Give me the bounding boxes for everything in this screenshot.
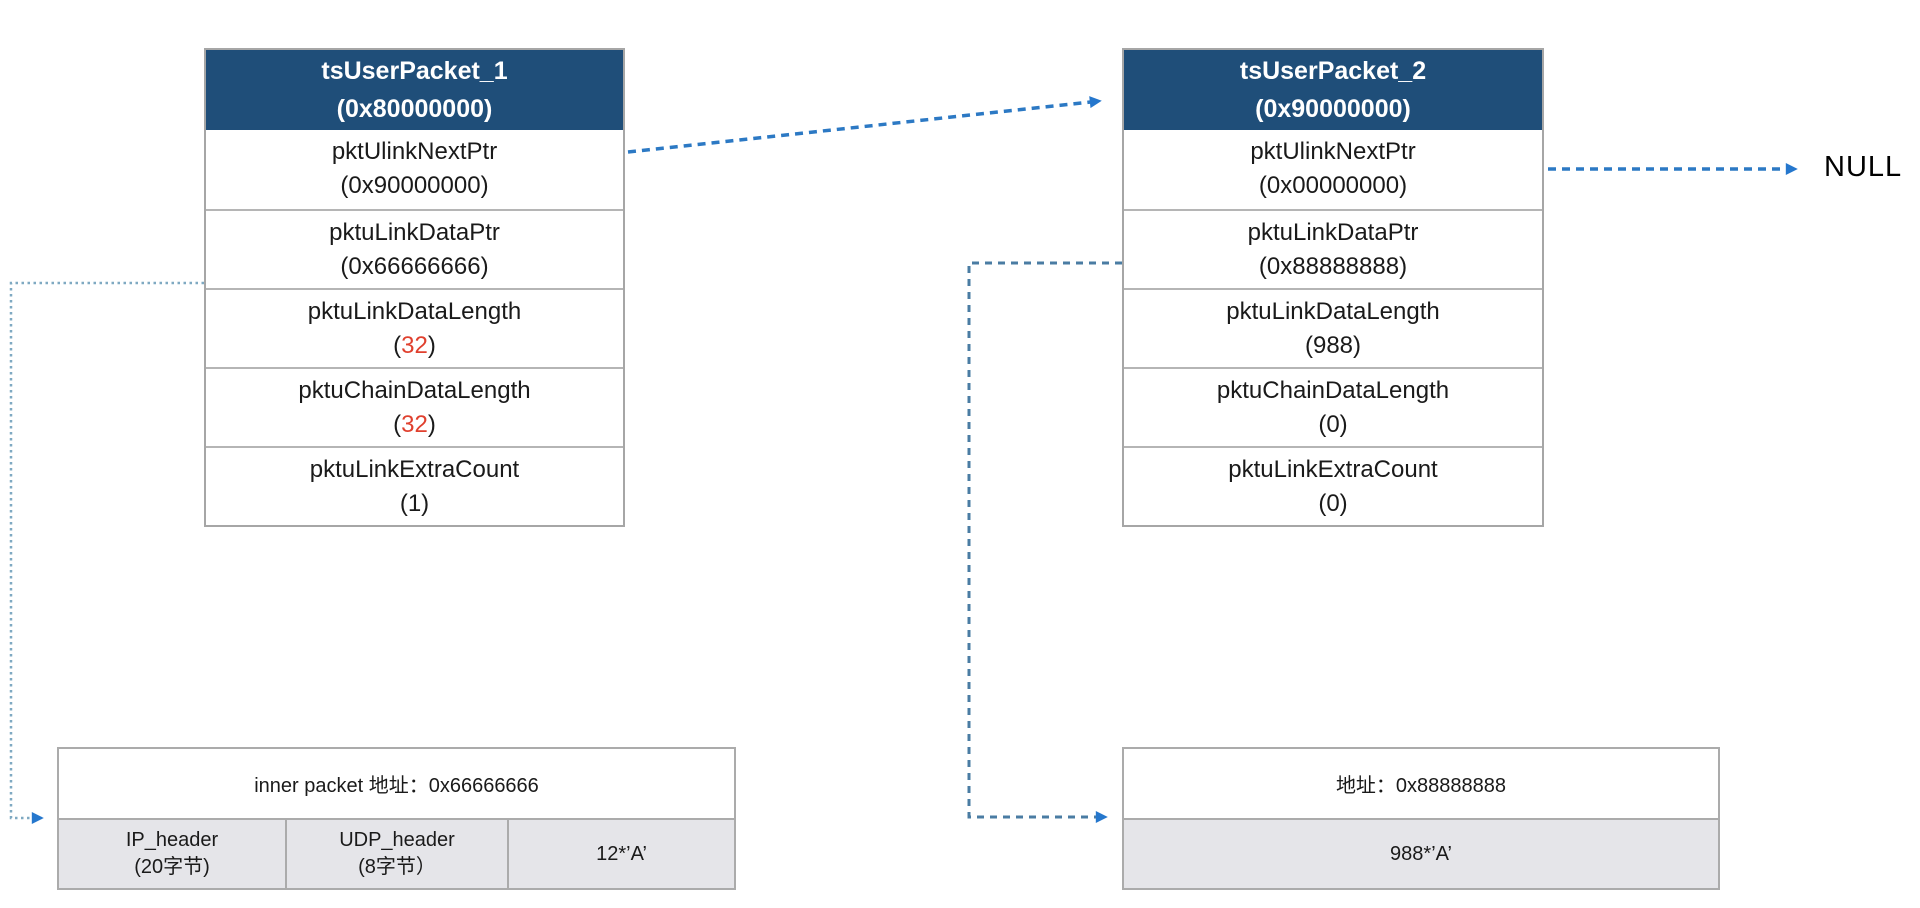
cell-label: 12*’A’	[596, 842, 647, 865]
cell-label: 988*’A’	[1390, 842, 1452, 865]
payload-cell: 12*’A’	[507, 820, 734, 888]
cell-sublabel: (20字节)	[134, 856, 210, 878]
field-name: pktuLinkDataPtr	[1247, 219, 1419, 246]
field-name: pktUlinkNextPtr	[1250, 138, 1416, 165]
arrow-dataptr-packet1-to-inner-packet	[9, 281, 204, 824]
packet1-header: tsUserPacket_1 (0x80000000)	[206, 50, 623, 130]
packet-field-row: pktuLinkDataLength (988)	[1124, 288, 1542, 367]
ip-header-cell: IP_header (20字节)	[59, 820, 285, 888]
field-name: pktuLinkDataPtr	[329, 219, 500, 246]
cell-sublabel: (8字节）	[358, 856, 436, 878]
inner-packet-buffer-box: inner packet 地址：0x66666666 IP_header (20…	[57, 747, 736, 890]
field-name: pktuLinkExtraCount	[1228, 456, 1438, 483]
packet-field-row: pktuLinkExtraCount (1)	[206, 446, 623, 525]
cell-label: IP_header	[125, 829, 219, 851]
field-value: (988)	[1304, 332, 1362, 359]
packet-field-row: pktuLinkExtraCount (0)	[1124, 446, 1542, 525]
field-name: pktuChainDataLength	[298, 377, 531, 404]
packet-field-row: pktuLinkDataLength (32)	[206, 288, 623, 367]
packet-address: (0x90000000)	[1255, 95, 1411, 123]
arrow-dataptr-packet2-to-data-buffer	[967, 261, 1122, 823]
field-name: pktuLinkExtraCount	[309, 456, 520, 483]
packet-address: (0x80000000)	[336, 95, 493, 123]
packet-field-row: pktUlinkNextPtr (0x00000000)	[1124, 130, 1542, 209]
inner-packet-address-title: inner packet 地址：0x66666666	[59, 749, 734, 818]
field-value: (0)	[1318, 490, 1348, 517]
field-name: pktuLinkDataLength	[307, 298, 522, 325]
arrow-nextptr-packet1-to-packet2	[627, 96, 1102, 154]
packet-field-row: pktuLinkDataPtr (0x88888888)	[1124, 209, 1542, 288]
field-value: (0)	[1318, 411, 1348, 438]
packet1-struct-table: tsUserPacket_1 (0x80000000) pktUlinkNext…	[204, 48, 625, 527]
data-buffer-box: 地址：0x88888888 988*’A’	[1122, 747, 1720, 890]
field-value: (32)	[393, 411, 436, 438]
field-name: pktuLinkDataLength	[1226, 298, 1440, 325]
packet1-fields: pktUlinkNextPtr (0x90000000) pktuLinkDat…	[206, 130, 623, 525]
packet-field-row: pktuChainDataLength (32)	[206, 367, 623, 446]
packet2-struct-table: tsUserPacket_2 (0x90000000) pktUlinkNext…	[1122, 48, 1544, 527]
field-name: pktuChainDataLength	[1216, 377, 1450, 404]
field-value: (0x00000000)	[1258, 172, 1408, 199]
packet-title: tsUserPacket_2	[1239, 57, 1427, 85]
packet2-fields: pktUlinkNextPtr (0x00000000) pktuLinkDat…	[1124, 130, 1542, 525]
payload-cell: 988*’A’	[1124, 820, 1718, 888]
packet-field-row: pktuLinkDataPtr (0x66666666)	[206, 209, 623, 288]
null-terminator-label: NULL	[1824, 151, 1903, 183]
field-value: (1)	[399, 490, 430, 517]
field-value: (0x66666666)	[340, 253, 489, 280]
cell-label: UDP_header	[339, 829, 455, 851]
data-buffer-address-title: 地址：0x88888888	[1124, 749, 1718, 818]
data-buffer-layout-row: 988*’A’	[1124, 818, 1718, 888]
packet2-header: tsUserPacket_2 (0x90000000)	[1124, 50, 1542, 130]
udp-header-cell: UDP_header (8字节）	[285, 820, 507, 888]
field-value: (0x90000000)	[340, 172, 489, 199]
packet-title: tsUserPacket_1	[321, 57, 508, 85]
field-value: (0x88888888)	[1258, 253, 1408, 280]
field-name: pktUlinkNextPtr	[331, 138, 498, 165]
packet-field-row: pktUlinkNextPtr (0x90000000)	[206, 130, 623, 209]
inner-packet-layout-row: IP_header (20字节) UDP_header (8字节） 12*’A’	[59, 818, 734, 888]
packet-field-row: pktuChainDataLength (0)	[1124, 367, 1542, 446]
field-value: (32)	[393, 332, 436, 359]
